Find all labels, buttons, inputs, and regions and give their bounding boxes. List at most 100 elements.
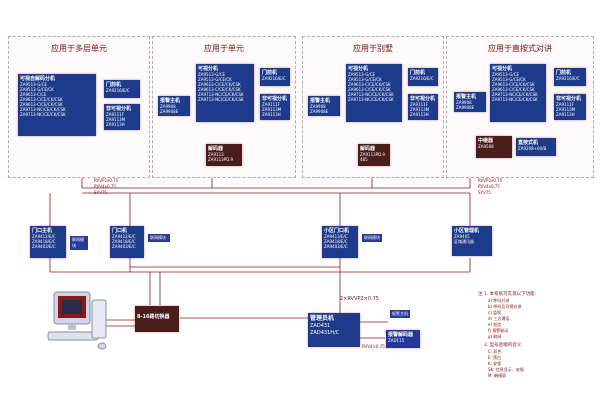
door-unit-box: 门前机 ZA9216/E/C — [104, 80, 140, 98]
box-title: 门口机 — [112, 228, 128, 234]
model: ZA9418/E/C — [112, 239, 136, 244]
model: ZA9613-C/CE/CK/CSK — [348, 87, 391, 92]
model: ZA9403/E/C — [32, 244, 56, 249]
region-title: 应用于多层单元 — [51, 44, 107, 53]
model: ZA9216/E/C — [556, 76, 580, 81]
computer-illustration — [47, 291, 107, 350]
notes-item: f) 报警联动 — [488, 328, 509, 333]
box-title: 报警主机 — [456, 94, 477, 100]
community-manager-box: 小区管理机 ZA9405 区域通讯器 — [452, 226, 492, 256]
model: ZA9508 — [478, 144, 494, 149]
box-title: 非可视分机 — [106, 106, 132, 112]
box-title: 可视自解码分机 — [20, 76, 56, 82]
notes-item: g) 联网 — [488, 334, 502, 339]
model: ZA9111F — [410, 102, 428, 107]
model: ZA9413/E/C — [324, 234, 348, 239]
door-unit-box: 门口机 ZA9412/E/C ZA9418/E/C ZA9403/E/C — [110, 226, 144, 258]
notes-item: SK: 信息显示、安保 — [488, 367, 524, 372]
video-indoor-unit-box: 可视分机 ZA9513-G/CE ZA9513-G/CE/CK ZA9613-C… — [346, 64, 402, 122]
box-title: 中继器 — [478, 138, 494, 144]
box-title: 可视分机 — [198, 66, 219, 72]
notes-item: c) 监视 — [488, 310, 502, 315]
model: ZA9113PD.9 — [360, 152, 385, 157]
model: ZA9713-NC/CE/CK/CSK — [348, 92, 394, 97]
model: ZA9513-G/CE/CK — [492, 77, 526, 82]
model: ZA9908E — [456, 105, 475, 110]
model: ZA9613-C/CE — [20, 92, 47, 97]
model: ZA9908 — [310, 104, 326, 109]
model: ZA9216/E/C — [410, 76, 434, 81]
model: ZA9111F — [262, 102, 280, 107]
region-title: 应用于别墅 — [353, 44, 393, 53]
model: ZA9405 — [454, 234, 470, 239]
model: ZA9713-NC/CE/CK/CSK — [492, 92, 538, 97]
relay-box: 中继器 ZA9508 — [476, 136, 512, 158]
model: ZA9613-C/CE/CK/CSK — [348, 82, 391, 87]
community-door-unit-box: 小区门口机 ZA9413/E/C ZA9418/E/C ZA9403/E/C — [322, 226, 358, 258]
model: ZA9513-G/CE — [198, 72, 226, 77]
model: ZA9412/E/C — [32, 234, 56, 239]
non-video-unit-box: 非可视分机 ZA9111F ZA9113M ZA9113H — [104, 104, 140, 130]
alarm-host-box: 报警主机 ZA9908 ZA9908E — [158, 96, 190, 116]
notes-heading: 2. 型号后缀的含义: — [484, 343, 523, 348]
model: ZA9113M — [410, 107, 430, 112]
bus-label: RVV4×0.75 — [362, 344, 385, 349]
model: ZA9613-C/CE/CK/CSK — [492, 82, 535, 87]
door-unit-box: 门前机 ZA9216/E/C — [260, 68, 290, 86]
model: ZA9418/E/C — [32, 239, 56, 244]
model: ZA9418/E/C — [324, 239, 348, 244]
model: ZA9113H — [410, 112, 429, 117]
model: ZA9216/E/C — [262, 76, 286, 81]
model: ZA9613-C/CE/CK/CSK — [20, 97, 63, 102]
box-title: 8-16路切换器 — [137, 314, 170, 320]
model: ZA9713-NC/CE/CK/CSK — [20, 112, 66, 117]
notes-item: d) 三方通话 — [488, 316, 510, 321]
non-video-unit-box: 非可视分机 ZA9111F ZA9113M ZA9113H — [260, 94, 290, 120]
model: ZA9111F — [556, 102, 574, 107]
notes-heading: 注 1. 本系统可实现以下功能: — [478, 292, 537, 297]
box-title: 门前机 — [556, 70, 572, 76]
bus-label: RVV4x0.75 — [478, 184, 500, 189]
decoder-box: 解码器 ZA9113PD.9 485 — [358, 144, 390, 166]
door-host-box: 门口主机 ZA9412/E/C ZA9418/E/C ZA9403/E/C — [30, 226, 66, 258]
box-title: 非可视分机 — [556, 96, 582, 102]
model: ZA9113 — [208, 152, 224, 157]
box-title: 小区门口机 — [324, 228, 350, 234]
model: ZA9113H — [106, 122, 125, 127]
non-video-unit-box: 非可视分机 ZA9111F ZA9113M ZA9113H — [408, 94, 438, 120]
notes-item: E: 黑白 — [488, 355, 502, 360]
box-title: 门前机 — [410, 70, 426, 76]
notes-item: M: 触摸屏 — [488, 373, 507, 378]
notes-item: e) 短信 — [488, 322, 502, 327]
video-indoor-unit-box: 可视分机 ZA9513-G/CE ZA9513-G/CE/CK ZA9613-C… — [490, 64, 546, 122]
alarm-host-tag: 报警主机 — [390, 310, 410, 318]
region-title: 应用于直按式对讲 — [488, 44, 552, 53]
model: ZA9713-NC/CE/CK/CSK — [198, 97, 244, 102]
model: ZA9908 — [456, 100, 472, 105]
bus-label: SYV75 — [94, 190, 107, 195]
model: ZAD431H/C — [310, 330, 340, 336]
door-unit-box: 门前机 ZA9216/E/C — [554, 68, 586, 86]
box-title: 直按式机 — [518, 140, 539, 146]
bus-label: RVV4x0.75 — [94, 184, 116, 189]
model: ZA9513-G/CE — [348, 72, 376, 77]
notes-item: K: 安保 — [488, 361, 502, 366]
direct-press-unit-box: 直按式机 ZA9208+04/B — [516, 138, 556, 156]
video-indoor-unit-box: 可视分机 ZA9513-G/CE ZA9513-G/CE/CK ZA9613-C… — [196, 64, 254, 122]
model: ZAD115 — [388, 338, 405, 343]
alarm-decoder-box: 报警解码器 ZAD115 — [386, 330, 420, 348]
model: ZA9513-G/CE/CK — [348, 77, 382, 82]
non-video-unit-box: 非可视分机 ZA9111F ZA9113M ZA9113H — [554, 94, 586, 120]
tag-text: 区域通讯器 — [454, 239, 474, 244]
door-unit-box: 门前机 ZA9216/E/C — [408, 68, 438, 86]
model: ZA9403/E/C — [112, 244, 136, 249]
notes-item: b) 呼叫及可视对讲 — [488, 304, 522, 309]
model: ZA9113H — [262, 112, 281, 117]
alarm-host-box: 报警主机 ZA9908 ZA9908E — [454, 92, 486, 112]
bus-label: SYV75 — [478, 190, 491, 195]
model: ZA9713-NC/CE/CK/CSK — [492, 97, 538, 102]
model: ZA9713-NC/CE/CK/CSK — [20, 107, 66, 112]
model: ZA9403/E/C — [324, 244, 348, 249]
bus-label: RVVP2x0.75 — [94, 178, 119, 183]
model: ZA9908E — [310, 109, 329, 114]
